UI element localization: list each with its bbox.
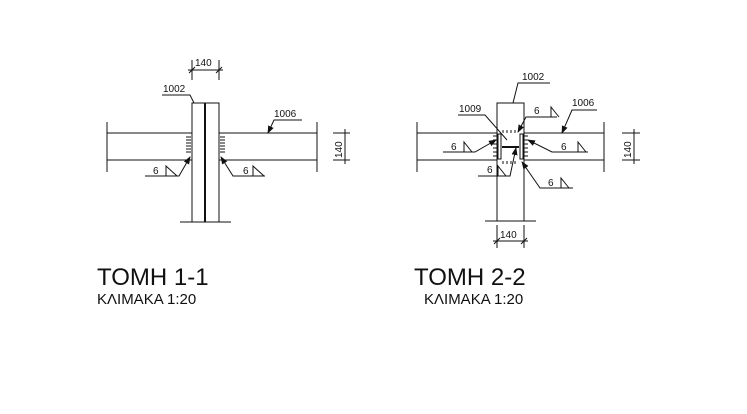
column-tag-label: 1002 — [163, 84, 186, 95]
weld-size-label: 6 — [243, 166, 249, 177]
section-scale: ΚΛΙΜΑΚΑ 1:20 — [97, 291, 196, 308]
weld-size-label: 6 — [548, 178, 554, 189]
beam-1006 — [106, 122, 318, 172]
weld-symbol-bottom-left: 6 — [478, 147, 518, 177]
section-title: ΤΟΜΗ 1-1 — [97, 264, 209, 291]
beam-depth-dimension: 140 — [622, 129, 640, 164]
beam-depth-dimension: 140 — [333, 129, 350, 164]
column-tag: 1002 — [162, 84, 195, 104]
column-1002 — [180, 102, 231, 223]
weld-symbol-right: 6 — [220, 156, 265, 177]
dim-label: 140 — [623, 141, 634, 158]
beam-tag: 1006 — [561, 98, 597, 134]
dim-label: 140 — [334, 141, 345, 158]
weld-symbol-right: 6 — [527, 139, 588, 153]
beam-1006 — [416, 122, 605, 172]
column-width-dimension: 140 — [188, 58, 223, 80]
column-tag-label: 1002 — [522, 72, 545, 83]
beam-tag-label: 1006 — [274, 109, 297, 120]
weld-size-label: 6 — [534, 106, 540, 117]
weld-size-label: 6 — [561, 142, 567, 153]
weld-symbol-left: 6 — [145, 156, 191, 177]
section-scale: ΚΛΙΜΑΚΑ 1:20 — [424, 291, 523, 308]
plate-1009 — [493, 130, 528, 164]
section-title: ΤΟΜΗ 2-2 — [414, 264, 526, 291]
weld-symbol-bottom-right: 6 — [521, 161, 573, 189]
weld-symbol-left: 6 — [443, 139, 497, 153]
weld-size-label: 6 — [451, 142, 457, 153]
section-2-2: 1002 1009 1006 6 6 6 6 — [414, 72, 640, 308]
dim-label: 140 — [500, 230, 517, 241]
column-width-dimension: 140 — [493, 225, 528, 248]
section-1-1: 140 1002 1006 6 6 140 ΤΟΜΗ 1-1 ΚΛΙΜΑΚΑ 1… — [97, 58, 350, 308]
beam-tag-label: 1006 — [572, 98, 595, 109]
plate-tag: 1009 — [458, 104, 508, 141]
plate-tag-label: 1009 — [459, 104, 482, 115]
beam-tag: 1006 — [267, 109, 302, 134]
weld-size-label: 6 — [153, 166, 159, 177]
column-tag: 1002 — [512, 72, 550, 104]
dim-label: 140 — [195, 58, 212, 69]
weld-hatching — [186, 136, 225, 153]
weld-symbol-top: 6 — [517, 105, 560, 133]
weld-size-label: 6 — [487, 165, 493, 176]
